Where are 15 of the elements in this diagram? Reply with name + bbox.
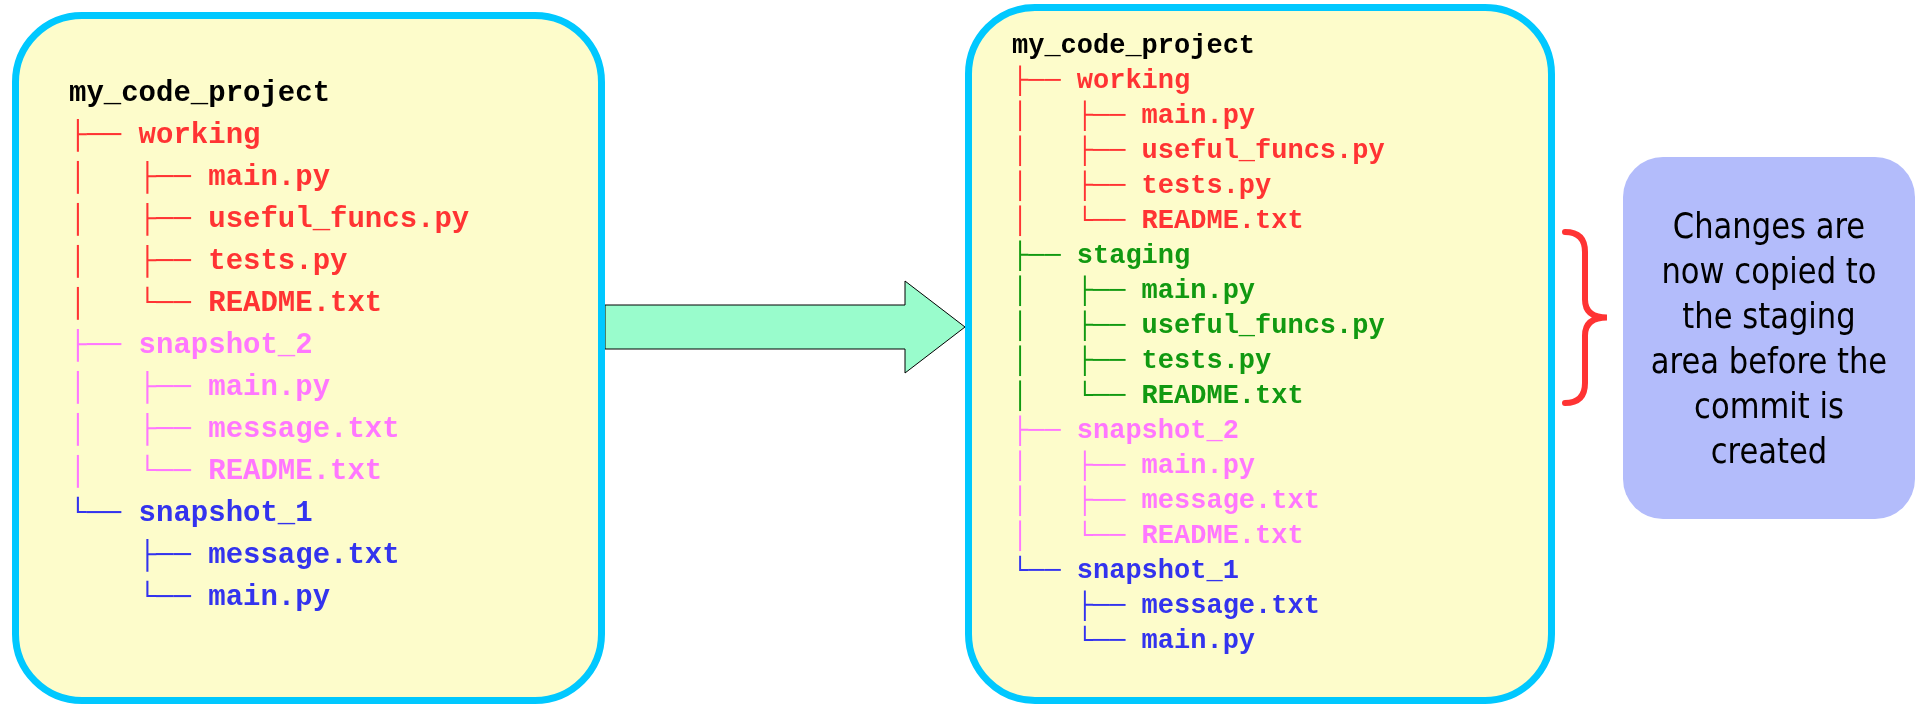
tree-line: │ ├── message.txt — [69, 415, 400, 444]
tree-line: my_code_project — [69, 79, 331, 108]
tree-line: ├── working — [69, 121, 261, 150]
tree-line: ├── snapshot_2 — [69, 331, 313, 360]
block-arrow — [604, 280, 966, 374]
tree-line: ├── message.txt — [137, 541, 400, 570]
tree-line: my_code_project — [1012, 33, 1256, 60]
tree-line: │ ├── useful_funcs.py — [69, 205, 470, 234]
tree-line: │ ├── tests.py — [69, 247, 348, 276]
tree-line: │ ├── main.py — [69, 373, 331, 402]
folder-panel — [965, 4, 1555, 704]
folder-panel — [12, 12, 605, 704]
tree-line: │ ├── main.py — [69, 163, 331, 192]
callout-text: Changes are now copied to the staging area before the commit is created — [1649, 204, 1889, 473]
callout-box — [1623, 157, 1915, 519]
